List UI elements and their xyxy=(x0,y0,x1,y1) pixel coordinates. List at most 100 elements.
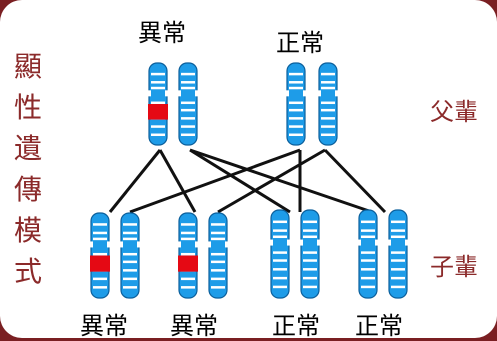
normal-parent-chromosome-right xyxy=(318,62,338,146)
inheritance-line xyxy=(158,149,197,213)
chromosome-band xyxy=(273,220,287,224)
chromosome-band xyxy=(211,231,225,235)
child-1-chromosome-right xyxy=(120,212,140,299)
chromosome-band xyxy=(361,276,375,280)
chromosome-band xyxy=(211,237,225,241)
centromere xyxy=(195,241,198,248)
chromosome-band xyxy=(151,86,165,90)
chromosome-band xyxy=(289,86,303,90)
chromosome-band xyxy=(181,286,195,289)
side-title-char: 顯 xyxy=(13,50,42,83)
chromosome-band xyxy=(303,229,317,232)
chromosome-band xyxy=(273,259,287,262)
chromosome-band xyxy=(303,276,317,280)
chromosome-band xyxy=(321,108,335,112)
chromosome-band xyxy=(289,81,303,84)
chromosome-band xyxy=(123,286,137,289)
chromosome-band xyxy=(181,223,195,226)
inheritance-lines xyxy=(108,148,387,214)
inheritance-line xyxy=(189,148,291,214)
child-label-2: 異常 xyxy=(170,312,218,340)
centromere xyxy=(90,241,93,248)
chromosome-band xyxy=(303,235,317,239)
mutation-marker xyxy=(178,255,198,272)
inheritance-line xyxy=(129,148,301,214)
inheritance-line xyxy=(189,148,373,214)
chromosome-band xyxy=(289,101,303,105)
chromosome-band xyxy=(273,276,287,280)
inheritance-line xyxy=(108,149,162,213)
centromere xyxy=(165,90,168,97)
chromosome-body xyxy=(358,209,378,299)
centromere xyxy=(335,90,338,97)
chromosome-band xyxy=(181,117,195,120)
chromosome-band xyxy=(181,237,195,241)
centromere xyxy=(317,239,320,246)
mutation-marker xyxy=(90,255,110,272)
centromere xyxy=(208,241,211,248)
chromosome-band xyxy=(361,235,375,239)
chromosome-band xyxy=(181,86,195,90)
centromere xyxy=(178,241,181,248)
chromosome-band xyxy=(303,259,317,262)
child-2-chromosome-right xyxy=(208,212,228,299)
chromosome-band xyxy=(289,125,303,128)
centromere xyxy=(318,90,321,97)
chromosome-band xyxy=(123,237,137,241)
side-title-char: 模 xyxy=(13,214,42,247)
centromere xyxy=(120,241,123,248)
chromosome-band xyxy=(303,251,317,254)
chromosome-band xyxy=(361,268,375,271)
chromosome-band xyxy=(181,133,195,137)
parent-label-normal: 正常 xyxy=(276,29,324,57)
chromosome-body xyxy=(120,212,140,299)
centromere xyxy=(107,241,110,248)
normal-parent-chromosome-left xyxy=(286,62,306,146)
chromosome-band xyxy=(93,277,107,281)
chromosome-band xyxy=(289,133,303,137)
chromosome-band xyxy=(151,133,165,137)
child-label-3: 正常 xyxy=(272,312,320,340)
chromosome-band xyxy=(391,235,405,239)
chromosome-band xyxy=(151,72,165,76)
chromosome-band xyxy=(211,252,225,256)
child-3-chromosome-right xyxy=(300,209,320,299)
chromosome-band xyxy=(321,133,335,137)
centromere xyxy=(286,90,289,97)
chromosome-band xyxy=(273,251,287,254)
centromere xyxy=(375,239,378,246)
chromosome-band xyxy=(391,268,405,271)
chromosome-band xyxy=(181,72,195,76)
centromere xyxy=(148,90,151,97)
chromosome-band xyxy=(123,223,137,226)
child-3-chromosome-left xyxy=(270,209,290,299)
chromosome-band xyxy=(361,259,375,262)
generation-label-parent: 父輩 xyxy=(430,98,478,126)
chromosome-band xyxy=(181,108,195,112)
parent-label-abnormal: 異常 xyxy=(138,19,186,47)
centromere xyxy=(178,90,181,97)
chromosome-band xyxy=(181,277,195,281)
chromosome-band xyxy=(391,229,405,232)
child-2-chromosome-left xyxy=(178,212,198,299)
chromosome-body xyxy=(208,212,228,299)
chromosome-band xyxy=(391,220,405,224)
chromosome-body xyxy=(270,209,290,299)
chromosome-band xyxy=(303,220,317,224)
side-title: 顯 性 遺 傳 模 式 xyxy=(10,46,46,292)
chromosome-band xyxy=(361,285,375,289)
chromosome-band xyxy=(181,231,195,235)
chromosome-band xyxy=(321,125,335,128)
chromosome-band xyxy=(273,285,287,289)
chromosome-band xyxy=(93,237,107,241)
centromere xyxy=(388,239,391,246)
chromosome-band xyxy=(289,108,303,112)
child-4-chromosome-left xyxy=(358,209,378,299)
chromosome-band xyxy=(321,117,335,120)
mutation-marker xyxy=(148,104,168,120)
chromosome-band xyxy=(151,81,165,84)
inheritance-line xyxy=(323,148,387,214)
chromosome-band xyxy=(289,117,303,120)
centromere xyxy=(303,90,306,97)
